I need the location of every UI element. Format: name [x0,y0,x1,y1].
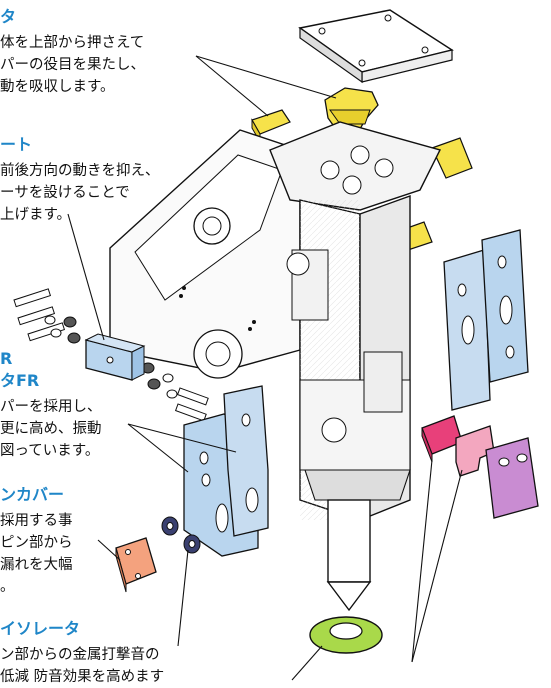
stopper-text-1: 体を上部から押さえて [0,35,145,51]
green-isolator-ring [309,616,383,654]
plate-text-3: 上げます。 [0,207,72,223]
rubber-title-2: タFR [0,371,40,390]
leader-lines-top [195,55,337,117]
breaker-main-body [269,121,442,522]
cover-text-3: 漏れを大幅 [0,557,73,573]
orange-pin-cover [115,537,157,593]
cover-title: ンカバー [0,485,65,504]
leader-lines [67,213,463,681]
stopper-text-3: 動を吸収します。 [0,79,115,95]
cover-text-1: 採用する事 [0,513,73,529]
chisel [326,499,372,612]
isolator-text-2: 低減 防音効果を高めます [0,669,165,685]
blue-plates-left [183,385,269,557]
rubber-text-2: 更に高め、振動 [0,421,102,437]
blue-rubber-block [84,333,146,381]
plate-text-2: ーサを設けることで [0,185,130,201]
cover-text-2: ピン部から [0,535,73,551]
cover-text-4: 。 [0,579,15,595]
isolator-title: イソレータ [0,619,81,638]
rubber-text-1: パーを採用し、 [0,399,102,415]
bolts-and-washers [13,288,209,422]
stopper-text-2: パーの役目を果たし、 [0,57,145,73]
plate-title: ート [0,135,33,154]
purple-block [485,437,539,519]
rubber-title-1: R [0,349,13,368]
rubber-text-3: 図っています。 [0,443,100,459]
stopper-title: タ [0,7,17,26]
isolator-text-1: ン部からの金属打撃音の [0,647,160,663]
isolator-washers [161,516,201,554]
pink-spacer [455,425,495,477]
blue-plates-right [443,229,529,411]
top-mounting-plate [298,9,454,84]
plate-text-1: 前後方向の動きを抑え、 [0,163,160,179]
